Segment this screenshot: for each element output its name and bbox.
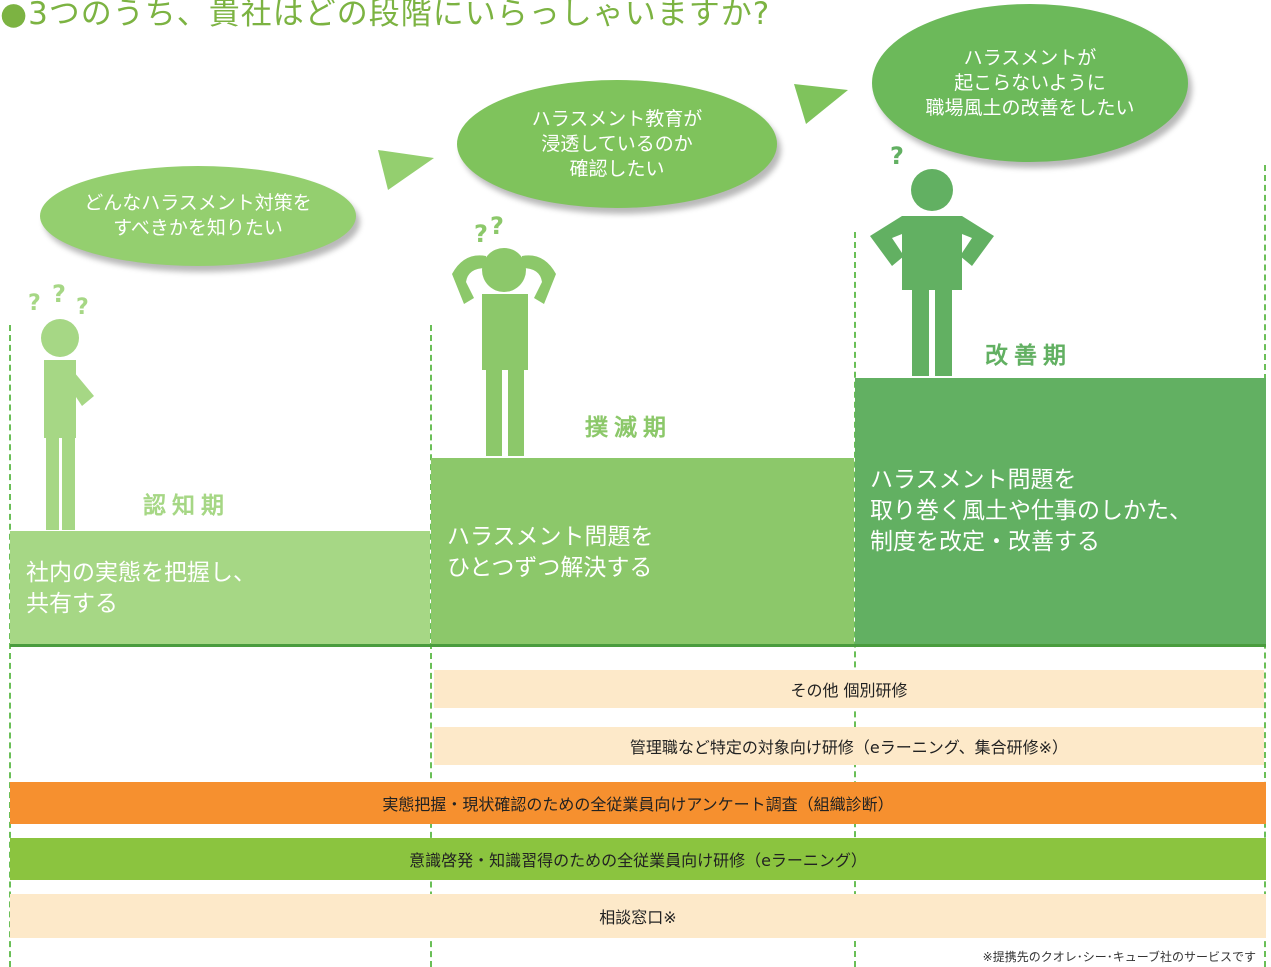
service-bar-consultation: 相談窓口※	[10, 894, 1266, 938]
question-mark-icon: ?	[76, 295, 89, 320]
phase-label-improvement: 改善期	[985, 343, 1072, 369]
stage-description-line: 取り巻く風土や仕事のしかた、	[870, 498, 1192, 524]
stage-description-line: 社内の実態を把握し、	[26, 560, 256, 586]
confused-person-icon: ? ? ?	[28, 280, 94, 530]
stage-box-awareness: 社内の実態を把握し、 共有する	[10, 531, 430, 644]
service-bar-survey: 実態把握・現状確認のための全従業員向けアンケート調査（組織診断）	[10, 782, 1266, 824]
service-bar-manager-training: 管理職など特定の対象向け研修（eラーニング、集合研修※）	[434, 727, 1264, 765]
footnote: ※提携先のクオレ･シー･キューブ社のサービスです	[982, 950, 1256, 964]
phase-label-awareness: 認知期	[143, 493, 230, 519]
confident-person-icon: ?	[870, 142, 994, 376]
stage-description-line: 共有する	[26, 591, 118, 617]
stage-description-line: ひとつずつ解決する	[447, 555, 653, 581]
question-mark-icon: ?	[490, 212, 504, 240]
service-bar-individual-training: その他 個別研修	[434, 670, 1264, 708]
question-mark-icon: ?	[890, 142, 904, 170]
question-mark-icon: ?	[52, 280, 66, 308]
page-title: ●3つのうち、貴社はどの段階にいらっしゃいますか?	[0, 0, 770, 33]
stage-box-eradication: ハラスメント問題を ひとつずつ解決する	[431, 458, 854, 644]
next-stage-arrow-icon	[378, 150, 434, 190]
stage-description-line: 制度を改定・改善する	[870, 529, 1100, 555]
phase-label-eradication: 撲滅期	[585, 415, 672, 441]
stage-description-line: ハラスメント問題を	[870, 467, 1077, 493]
stage-box-improvement: ハラスメント問題を 取り巻く風土や仕事のしかた、 制度を改定・改善する	[855, 378, 1266, 644]
thought-bubble-awareness: どんなハラスメント対策を すべきかを知りたい	[40, 166, 356, 266]
baseline	[10, 644, 1266, 647]
question-mark-icon: ?	[474, 220, 488, 248]
next-stage-arrow-icon	[794, 84, 848, 124]
thought-bubble-improvement: ハラスメントが 起こらないように 職場風土の改善をしたい	[872, 4, 1188, 162]
stage-description-line: ハラスメント問題を	[447, 524, 654, 550]
service-bar-awareness-training: 意識啓発・知識習得のための全従業員向け研修（eラーニング）	[10, 838, 1266, 880]
thought-bubble-eradication: ハラスメント教育が 浸透しているのか 確認したい	[457, 80, 777, 208]
worried-person-icon: ? ?	[452, 212, 556, 456]
bullet-icon: ●	[0, 0, 29, 32]
question-mark-icon: ?	[28, 291, 41, 316]
